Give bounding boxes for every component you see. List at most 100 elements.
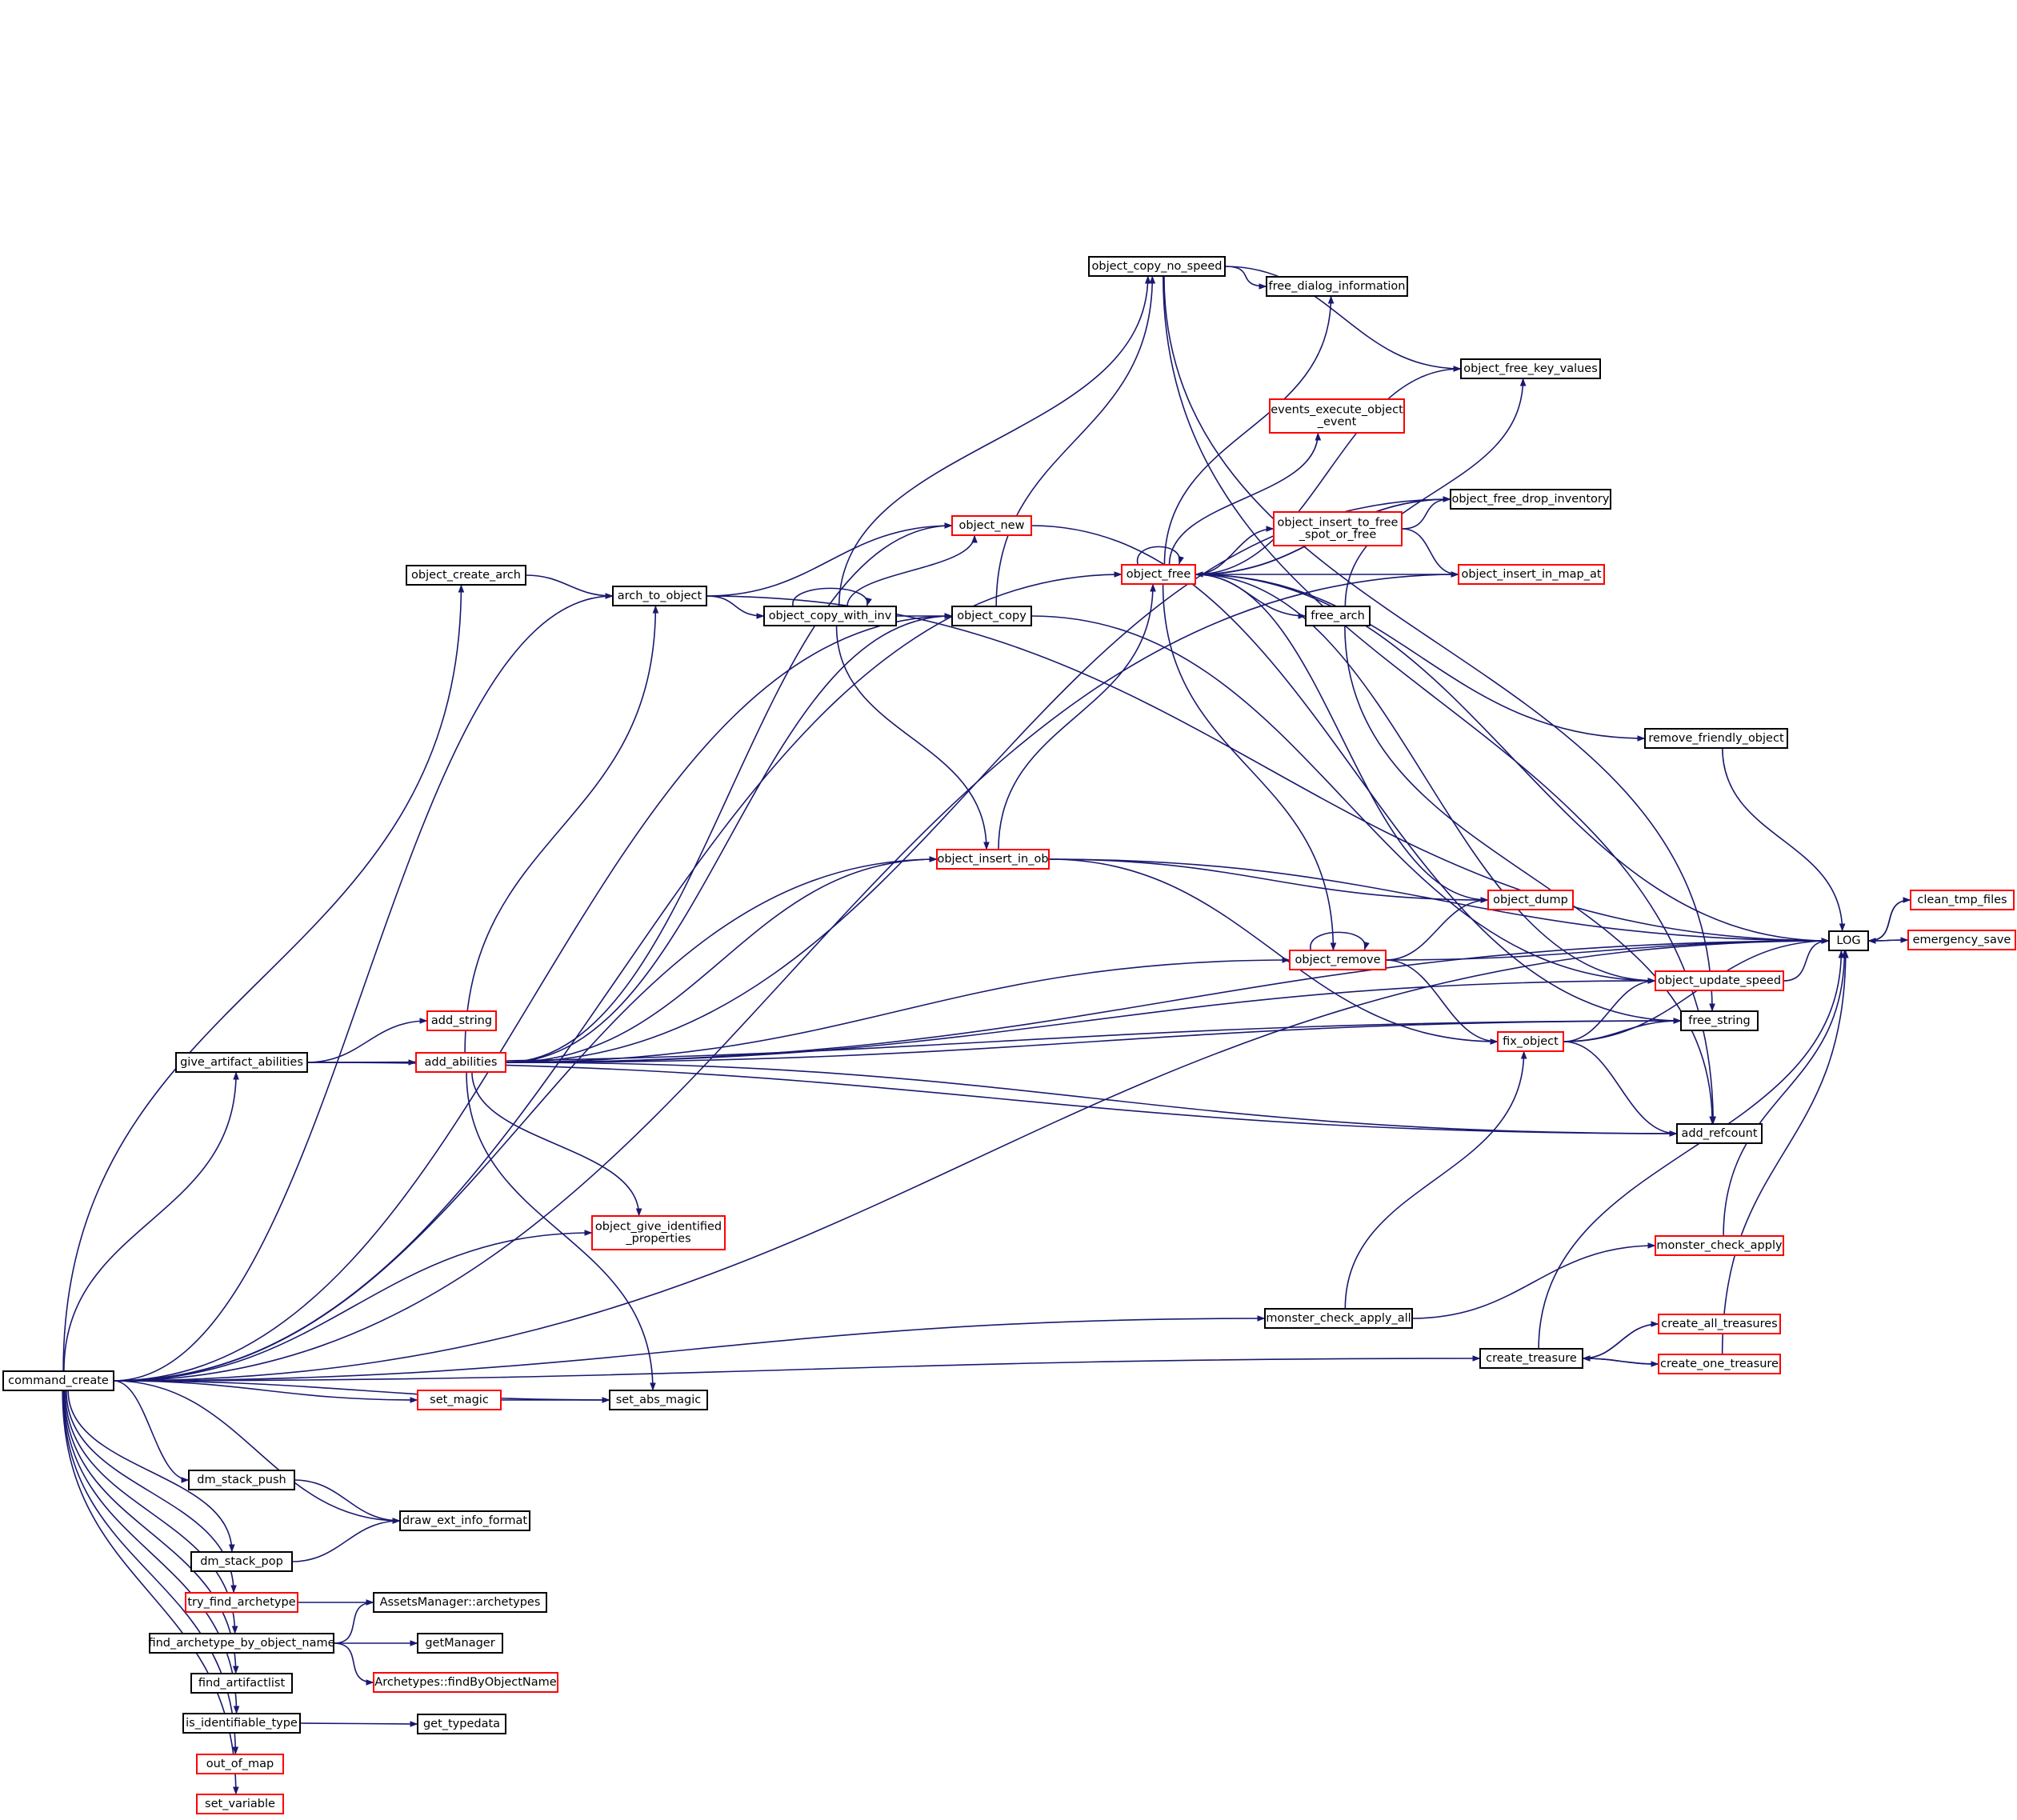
- node-box[interactable]: [1266, 276, 1408, 297]
- node-command_create[interactable]: command_create: [2, 1370, 114, 1391]
- node-box[interactable]: [196, 1754, 284, 1774]
- node-box[interactable]: [2, 1370, 114, 1391]
- node-object_free_drop_inventory[interactable]: object_free_drop_inventory: [1450, 489, 1611, 510]
- node-set_magic[interactable]: set_magic: [417, 1390, 502, 1410]
- node-box[interactable]: [185, 1592, 298, 1613]
- node-remove_friendly_object[interactable]: remove_friendly_object: [1644, 728, 1788, 749]
- node-box[interactable]: [763, 606, 897, 626]
- node-create_treasure[interactable]: create_treasure: [1479, 1348, 1583, 1369]
- node-monster_check_apply_all[interactable]: monster_check_apply_all: [1264, 1308, 1413, 1329]
- node-add_refcount[interactable]: add_refcount: [1676, 1123, 1763, 1144]
- node-box[interactable]: [188, 1470, 295, 1490]
- node-object_copy_no_speed[interactable]: object_copy_no_speed: [1088, 256, 1226, 277]
- node-box[interactable]: [1907, 930, 2016, 950]
- node-box[interactable]: [399, 1510, 530, 1531]
- node-box[interactable]: [1121, 564, 1196, 585]
- node-events_execute_object_event[interactable]: events_execute_object_event: [1269, 398, 1405, 434]
- node-box[interactable]: [417, 1390, 502, 1410]
- node-AssetsManager_archetypes[interactable]: AssetsManager::archetypes: [373, 1592, 547, 1613]
- node-box[interactable]: [1655, 1235, 1784, 1256]
- node-get_typedata[interactable]: get_typedata: [417, 1714, 506, 1734]
- node-object_update_speed[interactable]: object_update_speed: [1655, 970, 1784, 991]
- node-box[interactable]: [951, 606, 1032, 626]
- node-set_variable[interactable]: set_variable: [196, 1794, 284, 1814]
- node-box[interactable]: [1487, 890, 1574, 910]
- node-add_string[interactable]: add_string: [426, 1010, 497, 1031]
- node-object_insert_to_free_spot_or_free[interactable]: object_insert_to_free_spot_or_free: [1273, 511, 1403, 546]
- node-object_insert_in_ob[interactable]: object_insert_in_ob: [936, 849, 1050, 870]
- node-box[interactable]: [417, 1633, 503, 1654]
- node-arch_to_object[interactable]: arch_to_object: [612, 586, 707, 606]
- node-emergency_save[interactable]: emergency_save: [1907, 930, 2016, 950]
- node-free_arch[interactable]: free_arch: [1305, 606, 1371, 626]
- node-box[interactable]: [196, 1794, 284, 1814]
- node-box[interactable]: [1644, 728, 1788, 749]
- node-try_find_archetype[interactable]: try_find_archetype: [185, 1592, 298, 1613]
- node-box[interactable]: [1479, 1348, 1583, 1369]
- node-free_dialog_information[interactable]: free_dialog_information: [1266, 276, 1408, 297]
- node-box[interactable]: [190, 1551, 293, 1572]
- node-box[interactable]: [1088, 256, 1226, 277]
- node-object_copy_with_inv[interactable]: object_copy_with_inv: [763, 606, 897, 626]
- node-find_artifactlist[interactable]: find_artifactlist: [190, 1673, 293, 1694]
- node-box[interactable]: [591, 1215, 726, 1250]
- node-box[interactable]: [1676, 1123, 1763, 1144]
- node-object_create_arch[interactable]: object_create_arch: [406, 565, 526, 586]
- node-monster_check_apply[interactable]: monster_check_apply: [1655, 1235, 1784, 1256]
- node-object_copy[interactable]: object_copy: [951, 606, 1032, 626]
- node-create_one_treasure[interactable]: create_one_treasure: [1658, 1354, 1781, 1374]
- node-object_free[interactable]: object_free: [1121, 564, 1196, 585]
- node-box[interactable]: [951, 515, 1032, 536]
- node-clean_tmp_files[interactable]: clean_tmp_files: [1910, 890, 2015, 910]
- node-is_identifiable_type[interactable]: is_identifiable_type: [182, 1713, 301, 1734]
- node-box[interactable]: [1828, 930, 1869, 951]
- node-box[interactable]: [1458, 564, 1605, 585]
- node-box[interactable]: [1680, 1010, 1759, 1031]
- node-give_artifact_abilities[interactable]: give_artifact_abilities: [175, 1052, 308, 1073]
- node-object_insert_in_map_at[interactable]: object_insert_in_map_at: [1458, 564, 1605, 585]
- node-box[interactable]: [1910, 890, 2015, 910]
- node-box[interactable]: [175, 1052, 308, 1073]
- node-box[interactable]: [1273, 511, 1403, 546]
- node-box[interactable]: [182, 1713, 301, 1734]
- node-box[interactable]: [1269, 398, 1405, 434]
- node-free_string[interactable]: free_string: [1680, 1010, 1759, 1031]
- node-box[interactable]: [426, 1010, 497, 1031]
- node-box[interactable]: [406, 565, 526, 586]
- node-object_free_key_values[interactable]: object_free_key_values: [1460, 358, 1601, 379]
- node-box[interactable]: [609, 1390, 708, 1410]
- node-find_archetype_by_object_name[interactable]: find_archetype_by_object_name: [148, 1633, 335, 1654]
- node-object_new[interactable]: object_new: [951, 515, 1032, 536]
- node-set_abs_magic[interactable]: set_abs_magic: [609, 1390, 708, 1410]
- node-box[interactable]: [1497, 1031, 1564, 1052]
- node-box[interactable]: [612, 586, 707, 606]
- node-box[interactable]: [1450, 489, 1611, 510]
- node-box[interactable]: [373, 1672, 558, 1693]
- node-box[interactable]: [1658, 1314, 1781, 1334]
- node-Archetypes_findByObjectName[interactable]: Archetypes::findByObjectName: [373, 1672, 558, 1693]
- node-out_of_map[interactable]: out_of_map: [196, 1754, 284, 1774]
- node-dm_stack_pop[interactable]: dm_stack_pop: [190, 1551, 293, 1572]
- node-box[interactable]: [1305, 606, 1371, 626]
- node-getManager[interactable]: getManager: [417, 1633, 503, 1654]
- node-box[interactable]: [1264, 1308, 1413, 1329]
- node-box[interactable]: [373, 1592, 547, 1613]
- node-create_all_treasures[interactable]: create_all_treasures: [1658, 1314, 1781, 1334]
- node-box[interactable]: [190, 1673, 293, 1694]
- node-add_abilities[interactable]: add_abilities: [415, 1052, 506, 1073]
- node-box[interactable]: [149, 1633, 334, 1654]
- node-fix_object[interactable]: fix_object: [1497, 1031, 1564, 1052]
- node-box[interactable]: [415, 1052, 506, 1073]
- node-object_give_identified_properties[interactable]: object_give_identified_properties: [591, 1215, 726, 1250]
- node-LOG[interactable]: LOG: [1828, 930, 1869, 951]
- node-box[interactable]: [1658, 1354, 1781, 1374]
- node-dm_stack_push[interactable]: dm_stack_push: [188, 1470, 295, 1490]
- node-box[interactable]: [936, 849, 1050, 870]
- node-object_remove[interactable]: object_remove: [1289, 950, 1387, 970]
- node-box[interactable]: [1460, 358, 1601, 379]
- node-object_dump[interactable]: object_dump: [1487, 890, 1574, 910]
- node-draw_ext_info_format[interactable]: draw_ext_info_format: [399, 1510, 530, 1531]
- node-box[interactable]: [417, 1714, 506, 1734]
- node-box[interactable]: [1289, 950, 1387, 970]
- node-box[interactable]: [1655, 970, 1784, 991]
